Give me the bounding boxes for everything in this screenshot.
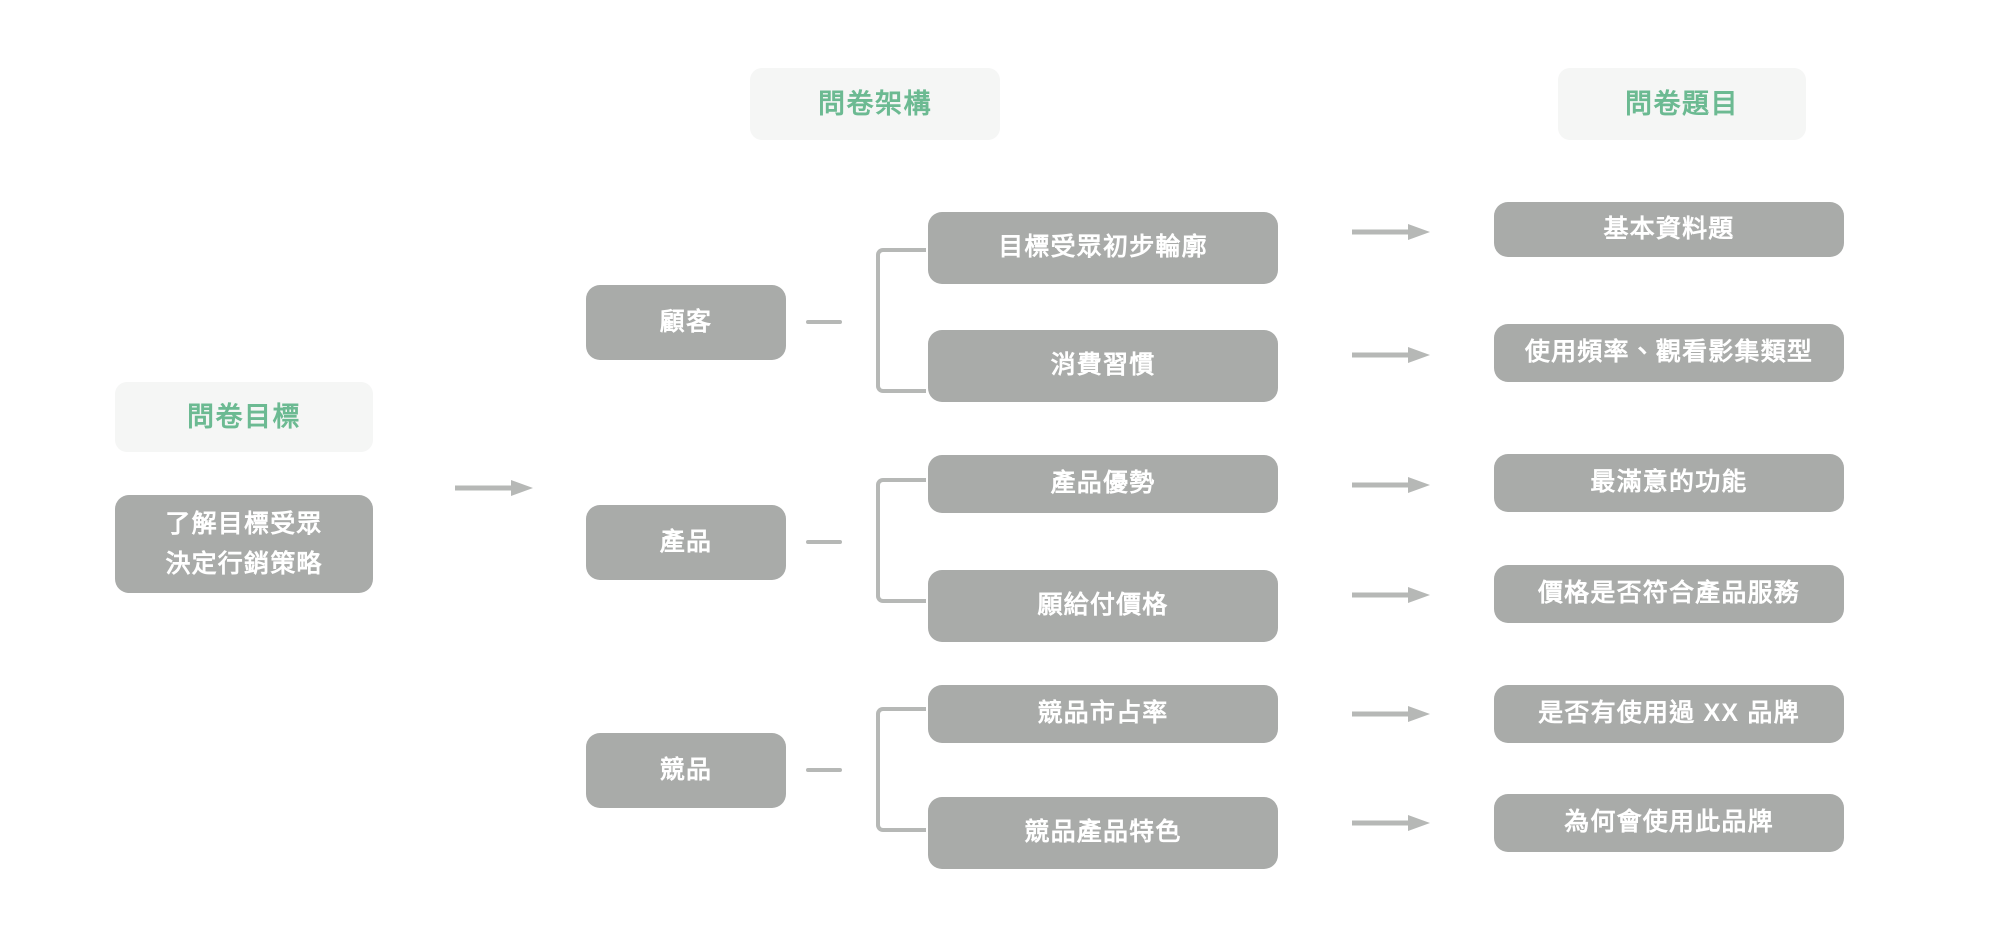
question-box-0-0: 基本資料題 (1494, 202, 1844, 257)
question-label-2-0: 是否有使用過 XX 品牌 (1538, 699, 1800, 728)
question-box-0-1: 使用頻率、觀看影集類型 (1494, 324, 1844, 382)
goal-box: 了解目標受眾 決定行銷策略 (115, 495, 373, 593)
topic-box-0-1: 消費習慣 (928, 330, 1278, 402)
arrow-goal-to-structure (455, 478, 535, 498)
category-label-2: 競品 (659, 755, 713, 784)
topic-box-0-0: 目標受眾初步輪廓 (928, 212, 1278, 284)
category-box-1: 產品 (586, 505, 786, 580)
topic-label-0-1: 消費習慣 (1050, 351, 1156, 380)
category-label-1: 產品 (659, 527, 713, 556)
column-header-structure-label: 問卷架構 (818, 88, 932, 119)
question-label-0-0: 基本資料題 (1603, 214, 1735, 243)
question-box-1-0: 最滿意的功能 (1494, 454, 1844, 512)
arrow-topic-2-1 (1352, 813, 1432, 833)
question-box-1-1: 價格是否符合產品服務 (1494, 565, 1844, 623)
category-bracket-0 (876, 248, 926, 393)
question-label-1-1: 價格是否符合產品服務 (1537, 579, 1800, 608)
topic-box-1-0: 產品優勢 (928, 455, 1278, 513)
topic-box-1-1: 願給付價格 (928, 570, 1278, 642)
goal-line-1: 了解目標受眾 (165, 509, 323, 538)
category-dash-1 (806, 540, 842, 544)
arrow-topic-1-0 (1352, 475, 1432, 495)
column-header-goal-label: 問卷目標 (187, 401, 301, 432)
arrow-topic-0-0 (1352, 222, 1432, 242)
question-box-2-1: 為何會使用此品牌 (1494, 794, 1844, 852)
topic-label-2-1: 競品產品特色 (1024, 818, 1182, 847)
column-header-structure: 問卷架構 (750, 68, 1000, 140)
question-box-2-0: 是否有使用過 XX 品牌 (1494, 685, 1844, 743)
category-bracket-2 (876, 707, 926, 832)
arrow-topic-1-1 (1352, 585, 1432, 605)
category-box-0: 顧客 (586, 285, 786, 360)
topic-box-2-1: 競品產品特色 (928, 797, 1278, 869)
question-label-1-0: 最滿意的功能 (1590, 468, 1748, 497)
column-header-questions: 問卷題目 (1558, 68, 1806, 140)
column-header-goal: 問卷目標 (115, 382, 373, 452)
question-label-0-1: 使用頻率、觀看影集類型 (1524, 338, 1814, 367)
topic-label-0-0: 目標受眾初步輪廓 (998, 233, 1208, 262)
topic-label-2-0: 競品市占率 (1037, 699, 1169, 728)
column-header-questions-label: 問卷題目 (1625, 88, 1739, 119)
topic-label-1-0: 產品優勢 (1050, 469, 1156, 498)
goal-line-2: 決定行銷策略 (165, 550, 323, 578)
arrow-topic-0-1 (1352, 345, 1432, 365)
category-bracket-1 (876, 478, 926, 603)
arrow-topic-2-0 (1352, 704, 1432, 724)
category-box-2: 競品 (586, 733, 786, 808)
category-dash-2 (806, 768, 842, 772)
category-label-0: 顧客 (659, 307, 713, 336)
topic-box-2-0: 競品市占率 (928, 685, 1278, 743)
question-label-2-1: 為何會使用此品牌 (1564, 808, 1774, 837)
category-dash-0 (806, 320, 842, 324)
topic-label-1-1: 願給付價格 (1037, 591, 1169, 620)
